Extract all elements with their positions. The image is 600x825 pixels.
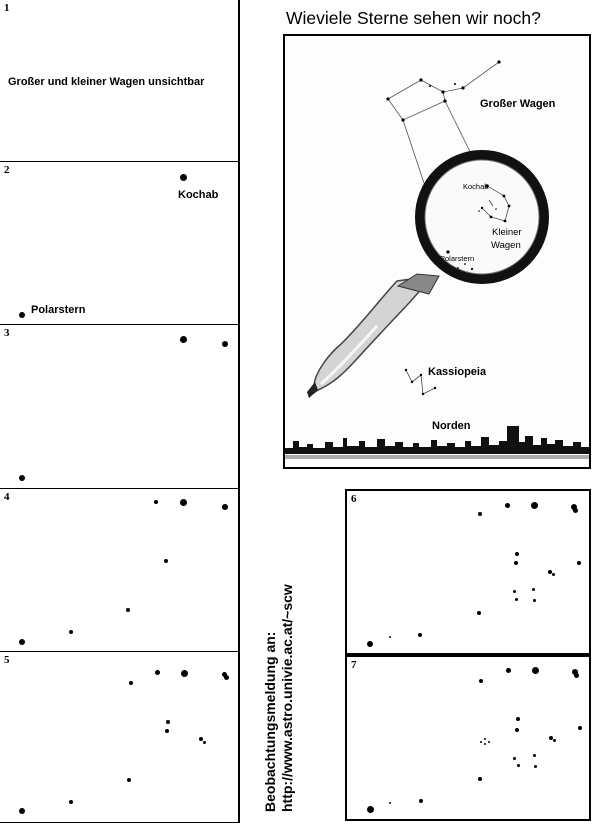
- lens-label-wagen: Wagen: [491, 240, 521, 251]
- kassiopeia-stars: [404, 368, 437, 396]
- panel-5: 5: [0, 652, 240, 823]
- star: [577, 561, 581, 565]
- star: [224, 675, 229, 680]
- panel-3: 3: [0, 325, 240, 489]
- page-title: Wieviele Sterne sehen wir noch?: [286, 8, 541, 28]
- star: [506, 668, 511, 673]
- star: [532, 667, 539, 674]
- label-polarstern: Polarstern: [31, 304, 86, 316]
- star: [513, 757, 516, 760]
- star: [513, 590, 516, 593]
- panel-7: 7: [345, 655, 591, 821]
- star: [222, 341, 228, 347]
- star: [418, 633, 422, 637]
- panel-4: 4: [0, 489, 240, 652]
- star: [517, 764, 520, 767]
- star: [515, 598, 518, 601]
- star: [19, 639, 25, 645]
- panel-number: 4: [4, 491, 10, 503]
- star: [69, 800, 73, 804]
- star: [367, 806, 374, 813]
- star: [154, 500, 158, 504]
- panel-caption: Großer und kleiner Wagen unsichtbar: [8, 76, 205, 88]
- star: [164, 559, 168, 563]
- panel-number: 6: [351, 493, 357, 505]
- star: [571, 504, 577, 510]
- star: [572, 669, 578, 675]
- star: [514, 561, 518, 565]
- star: [578, 726, 582, 730]
- label-kochab: Kochab: [178, 189, 219, 201]
- star: [155, 670, 160, 675]
- label-norden: Norden: [432, 420, 471, 432]
- star: [477, 611, 481, 615]
- observation-report-text: Beobachtungsmeldung an: http://www.astro…: [262, 584, 296, 812]
- star: [553, 739, 556, 742]
- star: [129, 681, 133, 685]
- panel-number: 1: [4, 2, 10, 14]
- report-line-1: Beobachtungsmeldung an:: [262, 631, 278, 812]
- star: [479, 679, 483, 683]
- star: [549, 736, 553, 740]
- star: [484, 743, 486, 745]
- star: [515, 552, 519, 556]
- star: [222, 504, 228, 510]
- star: [533, 599, 536, 602]
- label-grosser-wagen: Großer Wagen: [480, 98, 556, 110]
- illustration-svg: Großer Wagen Kochab: [285, 60, 589, 467]
- star: [478, 512, 482, 516]
- star: [548, 570, 552, 574]
- star: [166, 720, 170, 724]
- star-polarstern: [19, 312, 25, 318]
- star: [69, 630, 73, 634]
- star: [534, 765, 537, 768]
- panel-number: 7: [351, 659, 357, 671]
- panel-number: 3: [4, 327, 10, 339]
- star: [484, 738, 486, 740]
- star: [478, 777, 482, 781]
- report-url[interactable]: http://www.astro.univie.ac.at/~scw: [279, 584, 295, 812]
- lens-label-kleiner: Kleiner: [492, 227, 522, 238]
- star: [516, 717, 520, 721]
- star: [532, 588, 535, 591]
- star-kochab: [180, 174, 187, 181]
- star: [533, 754, 536, 757]
- star: [488, 741, 490, 743]
- star: [203, 741, 206, 744]
- star: [180, 336, 187, 343]
- star: [199, 737, 203, 741]
- panel-1: 1 Großer und kleiner Wagen unsichtbar: [0, 0, 240, 162]
- magnifier-lens: Kochab Kleiner Wagen Polarstern: [415, 150, 549, 284]
- star: [222, 672, 227, 677]
- lens-label-kochab: Kochab: [463, 182, 488, 191]
- star: [573, 508, 578, 513]
- magnifier-handle: [307, 273, 440, 398]
- star: [367, 641, 373, 647]
- star: [127, 778, 131, 782]
- star: [419, 799, 423, 803]
- star: [389, 802, 391, 804]
- star: [180, 499, 187, 506]
- panel-number: 5: [4, 654, 10, 666]
- panel-2: 2 Kochab Polarstern: [0, 162, 240, 325]
- star: [19, 808, 25, 814]
- star: [389, 636, 391, 638]
- star: [531, 502, 538, 509]
- illustration-magnifier: Großer Wagen Kochab: [283, 34, 591, 469]
- star: [165, 729, 169, 733]
- lens-label-polarstern: Polarstern: [440, 254, 474, 263]
- label-kassiopeia: Kassiopeia: [428, 366, 487, 378]
- panel-6: 6: [345, 489, 591, 655]
- star: [574, 673, 579, 678]
- star: [126, 608, 130, 612]
- star: [19, 475, 25, 481]
- star: [181, 670, 188, 677]
- star: [552, 573, 555, 576]
- star: [480, 741, 482, 743]
- star: [505, 503, 510, 508]
- panel-number: 2: [4, 164, 10, 176]
- grosser-wagen-stars: [386, 60, 501, 122]
- star: [515, 728, 519, 732]
